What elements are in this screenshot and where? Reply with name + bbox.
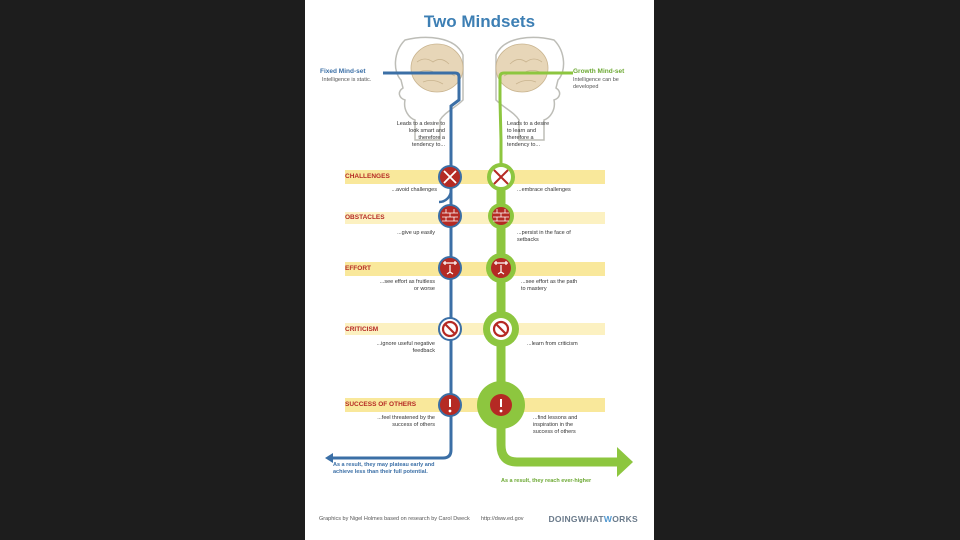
mindsets-poster: Two Mindsets bbox=[305, 0, 654, 540]
category-obstacles: OBSTACLES bbox=[345, 214, 385, 221]
category-effort: EFFORT bbox=[345, 265, 371, 272]
category-success-of-others: SUCCESS OF OTHERS bbox=[345, 401, 417, 408]
category-challenges: CHALLENGES bbox=[345, 173, 390, 180]
growth-belief: Intelligence can be developed bbox=[573, 77, 619, 90]
growth-challenges-text: ...embrace challenges bbox=[517, 187, 571, 193]
growth-path bbox=[496, 71, 617, 467]
fixed-head-icon bbox=[394, 36, 464, 141]
band-success bbox=[345, 398, 605, 412]
fixed-obstacles-text: ...give up easily bbox=[397, 230, 435, 236]
growth-obstacles-text: ...persist in the face of setbacks bbox=[517, 230, 571, 243]
growth-mindset-heading: Growth Mind-set bbox=[573, 68, 625, 75]
diagram-art bbox=[325, 36, 633, 477]
fixed-effort-text: ...see effort as fruitless or worse bbox=[379, 279, 435, 292]
fixed-arrowhead bbox=[325, 453, 333, 463]
growth-arrowhead bbox=[617, 447, 633, 477]
growth-criticism-text: ...learn from criticism bbox=[527, 341, 578, 347]
growth-effort-text: ...see effort as the path to mastery bbox=[521, 279, 578, 292]
doingwhatworks-logo: DOINGWHATWORKS bbox=[548, 514, 638, 524]
band-effort bbox=[345, 262, 605, 276]
category-bands bbox=[345, 170, 605, 412]
fixed-challenges-text: ...avoid challenges bbox=[391, 187, 437, 193]
footer-url: http://dww.ed.gov bbox=[481, 516, 524, 522]
fixed-belief: Intelligence is static. bbox=[322, 77, 372, 83]
category-criticism: CRITICISM bbox=[345, 326, 379, 333]
fixed-success-text: ...feel threatened by the success of oth… bbox=[377, 415, 435, 428]
growth-icons bbox=[477, 163, 525, 429]
band-challenges bbox=[345, 170, 605, 184]
fixed-icons bbox=[438, 165, 462, 417]
band-criticism bbox=[345, 323, 605, 335]
band-obstacles bbox=[345, 212, 605, 224]
fixed-mindset-heading: Fixed Mind-set bbox=[320, 68, 366, 75]
fixed-criticism-text: ...ignore useful negative feedback bbox=[376, 341, 435, 354]
growth-leads-text: Leads to a desire to learn and therefore… bbox=[507, 121, 550, 148]
fixed-result-text: As a result, they may plateau early and … bbox=[333, 462, 435, 475]
fixed-leads-text: Leads to a desire to look smart and ther… bbox=[396, 121, 445, 148]
growth-success-text: ...find lessons and inspiration in the s… bbox=[533, 415, 578, 435]
growth-result-text: As a result, they reach ever-higher bbox=[501, 478, 592, 484]
footer-credit: Graphics by Nigel Holmes based on resear… bbox=[319, 516, 470, 522]
page-title: Two Mindsets bbox=[423, 12, 536, 31]
